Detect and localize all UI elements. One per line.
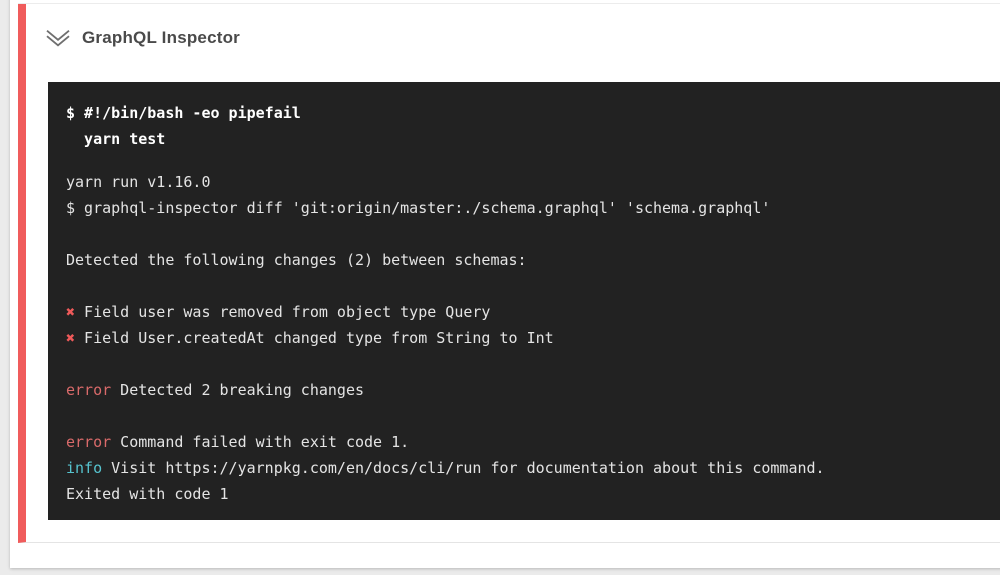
build-output-panel: GraphQL Inspector $ #!/bin/bash -eo pipe…: [10, 0, 1000, 568]
step-title: GraphQL Inspector: [82, 28, 241, 47]
terminal-log: yarn run v1.16.0 $ graphql-inspector dif…: [66, 173, 825, 503]
terminal-output: $ #!/bin/bash -eo pipefail yarn test yar…: [48, 82, 1000, 520]
collapse-chevron-icon[interactable]: [45, 27, 71, 49]
step-section-failed: GraphQL Inspector $ #!/bin/bash -eo pipe…: [18, 4, 1000, 543]
terminal-command: $ #!/bin/bash -eo pipefail yarn test: [66, 104, 301, 148]
step-header[interactable]: GraphQL Inspector: [45, 26, 1000, 50]
step-container: GraphQL Inspector $ #!/bin/bash -eo pipe…: [18, 3, 1000, 543]
